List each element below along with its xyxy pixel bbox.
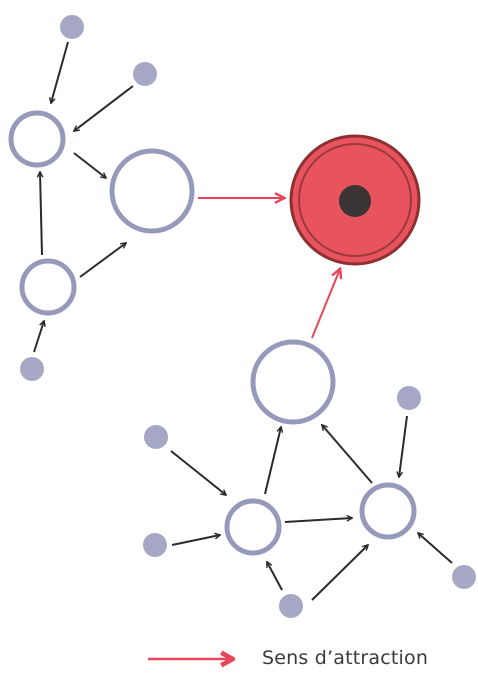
- target-core: [339, 185, 371, 217]
- source-node: [133, 62, 157, 86]
- ring-node: [112, 151, 192, 231]
- ring-node: [22, 261, 74, 313]
- attraction-arrow: [399, 416, 407, 477]
- source-node: [143, 533, 167, 557]
- attraction-arrow: [34, 321, 44, 352]
- source-node: [279, 594, 303, 618]
- ring-node: [253, 342, 333, 422]
- ring-node: [362, 485, 414, 537]
- attraction-arrow: [322, 425, 372, 483]
- attraction-arrow: [312, 545, 368, 600]
- attraction-arrow: [418, 533, 452, 563]
- attraction-arrow: [40, 172, 42, 255]
- attraction-arrow: [172, 535, 220, 545]
- attraction-arrow: [74, 86, 133, 131]
- attraction-arrow: [74, 153, 106, 178]
- source-node: [20, 357, 44, 381]
- attraction-arrow: [51, 42, 68, 103]
- attraction-arrow: [267, 562, 282, 590]
- ring-node: [11, 113, 63, 165]
- attraction-arrow: [171, 451, 226, 495]
- attraction-arrow: [80, 243, 126, 277]
- source-node: [144, 425, 168, 449]
- attraction-arrow: [265, 427, 281, 494]
- legend-label: Sens d’attraction: [262, 647, 428, 669]
- attraction-arrow: [285, 518, 352, 522]
- source-node: [60, 15, 84, 39]
- source-node: [397, 386, 421, 410]
- target-attraction-arrow: [312, 269, 340, 338]
- source-node: [452, 565, 476, 589]
- ring-node: [227, 501, 279, 553]
